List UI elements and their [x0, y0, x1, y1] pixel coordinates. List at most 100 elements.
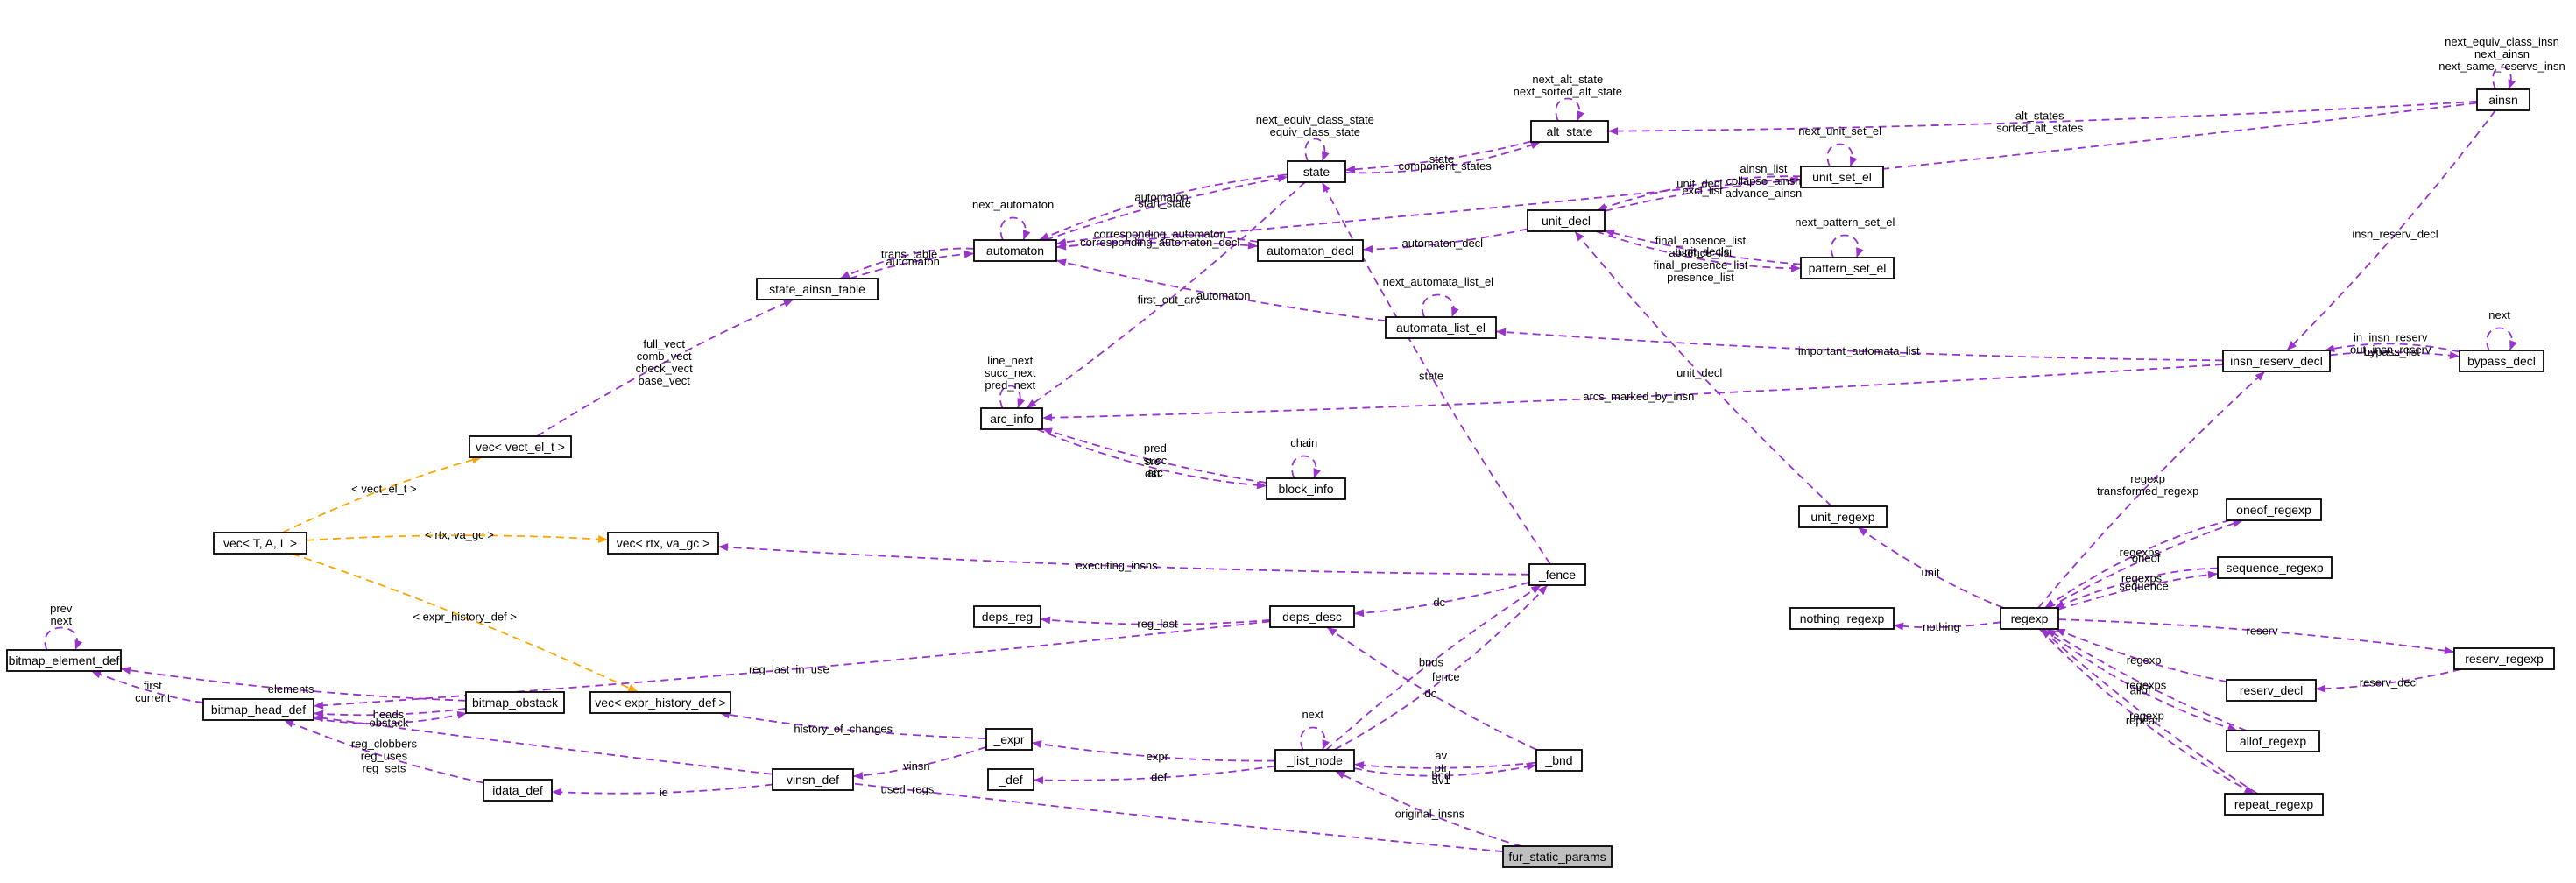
node-arc-info[interactable]: arc_info — [980, 407, 1043, 430]
arrowhead — [1256, 481, 1267, 490]
node-list-node[interactable]: _list_node — [1274, 749, 1355, 772]
edge-label: next — [50, 614, 72, 627]
node-regexp[interactable]: regexp — [2000, 607, 2059, 630]
edge-line — [1304, 138, 1326, 162]
edge-label: reg_sets — [363, 762, 406, 775]
edge-label: reg_last — [1137, 618, 1178, 631]
node-vec-expr[interactable]: vec< expr_history_def > — [589, 691, 731, 714]
edge-bypass-decl-to-bypass-decl — [2486, 327, 2517, 351]
edge-label: next_unit_set_el — [1798, 124, 1881, 138]
node-ainsn[interactable]: ainsn — [2476, 88, 2530, 111]
node-block-info[interactable]: block_info — [1266, 477, 1346, 500]
edge-label: next_alt_state — [1532, 73, 1603, 86]
edge-list-node-to-def — [1033, 765, 1276, 785]
edge-arc-info-to-arc-info — [999, 385, 1025, 409]
node-box — [2453, 647, 2555, 670]
node-box — [465, 691, 565, 714]
node-bitmap-element-def[interactable]: bitmap_element_def — [6, 649, 122, 672]
edge-label: reg_clobbers — [351, 738, 418, 751]
node-insn-reserv-decl[interactable]: insn_reserv_decl — [2222, 350, 2331, 372]
edge-line — [2043, 628, 2238, 731]
node-unit-decl[interactable]: unit_decl — [1527, 209, 1606, 232]
edge-label: final_presence_list — [1654, 258, 1748, 272]
edge-line — [1326, 626, 1537, 751]
node-vec-t[interactable]: vec< T, A, L > — [213, 532, 307, 555]
edge-insn-reserv-decl-to-arc-info — [1041, 364, 2224, 422]
node-vec-rtx[interactable]: vec< rtx, va_gc > — [607, 532, 719, 555]
node-state[interactable]: state — [1287, 160, 1346, 183]
edge-line — [839, 247, 975, 279]
node-idata-def[interactable]: idata_def — [483, 779, 553, 802]
node-deps-desc[interactable]: deps_desc — [1269, 605, 1355, 628]
node-unit-set-el[interactable]: unit_set_el — [1800, 166, 1884, 188]
node-bitmap-obstack[interactable]: bitmap_obstack — [465, 691, 565, 714]
node-box — [213, 532, 307, 555]
edge-label: oneof — [2132, 552, 2161, 565]
edge-list-node-to-fence — [1333, 584, 1549, 751]
edge-label: pred — [1144, 442, 1167, 455]
node-nothing-regexp[interactable]: nothing_regexp — [1789, 607, 1895, 630]
node-bitmap-head-def[interactable]: bitmap_head_def — [202, 698, 314, 721]
edge-label: full_vect — [643, 337, 685, 350]
arrowhead — [2054, 600, 2065, 608]
edge-label: unit_decl — [1676, 366, 1722, 379]
edge-line — [1604, 179, 1802, 212]
node-bnd[interactable]: _bnd — [1535, 749, 1583, 772]
edge-unit-set-el-to-unit-decl — [1596, 175, 1802, 211]
node-fence[interactable]: _fence — [1528, 563, 1586, 586]
node-repeat-regexp[interactable]: repeat_regexp — [2224, 793, 2324, 816]
edge-bitmap-element-def-to-bitmap-element-def — [44, 626, 82, 651]
edge-bitmap-obstack-to-bitmap-element-def — [120, 666, 467, 702]
edge-label: corresponding_automaton_decl — [1080, 236, 1239, 249]
edge-label: reserv — [2247, 624, 2279, 637]
node-bypass-decl[interactable]: bypass_decl — [2459, 350, 2544, 372]
node-automaton[interactable]: automaton — [973, 239, 1057, 262]
node-fur-static-params[interactable]: fur_static_params — [1502, 845, 1613, 868]
edge-line — [1036, 428, 1267, 487]
node-pattern-set-el[interactable]: pattern_set_el — [1800, 257, 1895, 279]
edge-oneof-regexp-to-regexp — [2044, 519, 2231, 609]
arrowhead — [2508, 79, 2516, 89]
node-box — [980, 407, 1043, 430]
edge-block-info-to-arc-info — [1041, 427, 1267, 484]
node-reserv-regexp[interactable]: reserv_regexp — [2453, 647, 2555, 670]
arrowhead — [2055, 628, 2066, 637]
arrowhead — [1327, 627, 1337, 637]
node-box — [1527, 209, 1606, 232]
edge-label: succ — [1144, 454, 1168, 467]
edge-unit-decl-to-unit-set-el — [1604, 176, 1802, 212]
edge-regexp-to-allof-regexp — [2043, 628, 2238, 732]
edge-line — [1604, 230, 1802, 265]
node-reserv-decl[interactable]: reserv_decl — [2226, 679, 2317, 702]
node-expr[interactable]: _expr — [985, 728, 1033, 751]
node-unit-regexp[interactable]: unit_regexp — [1798, 505, 1888, 528]
arrowhead — [1039, 232, 1050, 240]
edge-line — [849, 252, 975, 279]
edge-label: fence — [1432, 670, 1460, 683]
node-state-ainsn-table[interactable]: state_ainsn_table — [756, 278, 879, 300]
edge-label: pred_next — [985, 378, 1035, 392]
node-automata-list-el[interactable]: automata_list_el — [1385, 316, 1497, 339]
node-vinsn-def[interactable]: vinsn_def — [772, 768, 854, 791]
node-automaton-decl[interactable]: automaton_decl — [1257, 239, 1364, 262]
node-box — [2459, 350, 2544, 372]
edge-label: state — [1429, 152, 1454, 166]
edge-label: current — [135, 691, 171, 704]
arrowhead — [2041, 629, 2051, 639]
arrowhead — [1042, 413, 1053, 422]
node-allof-regexp[interactable]: allof_regexp — [2226, 730, 2320, 752]
node-deps-reg[interactable]: deps_reg — [973, 605, 1041, 628]
node-sequence-regexp[interactable]: sequence_regexp — [2217, 556, 2333, 579]
node-label: vinsn_def — [787, 773, 839, 787]
node-vec-vect[interactable]: vec< vect_el_t > — [469, 435, 572, 458]
node-oneof-regexp[interactable]: oneof_regexp — [2226, 498, 2322, 521]
edge-label: prev — [50, 602, 73, 615]
edge-line — [999, 385, 1021, 409]
edge-vec-vect-to-state-ainsn-table — [536, 299, 794, 437]
node-alt-state[interactable]: alt_state — [1530, 120, 1609, 143]
arrowhead — [121, 666, 131, 675]
arrowhead — [1026, 399, 1037, 408]
node-def[interactable]: _def — [987, 768, 1034, 791]
edge-line — [1031, 741, 1276, 762]
